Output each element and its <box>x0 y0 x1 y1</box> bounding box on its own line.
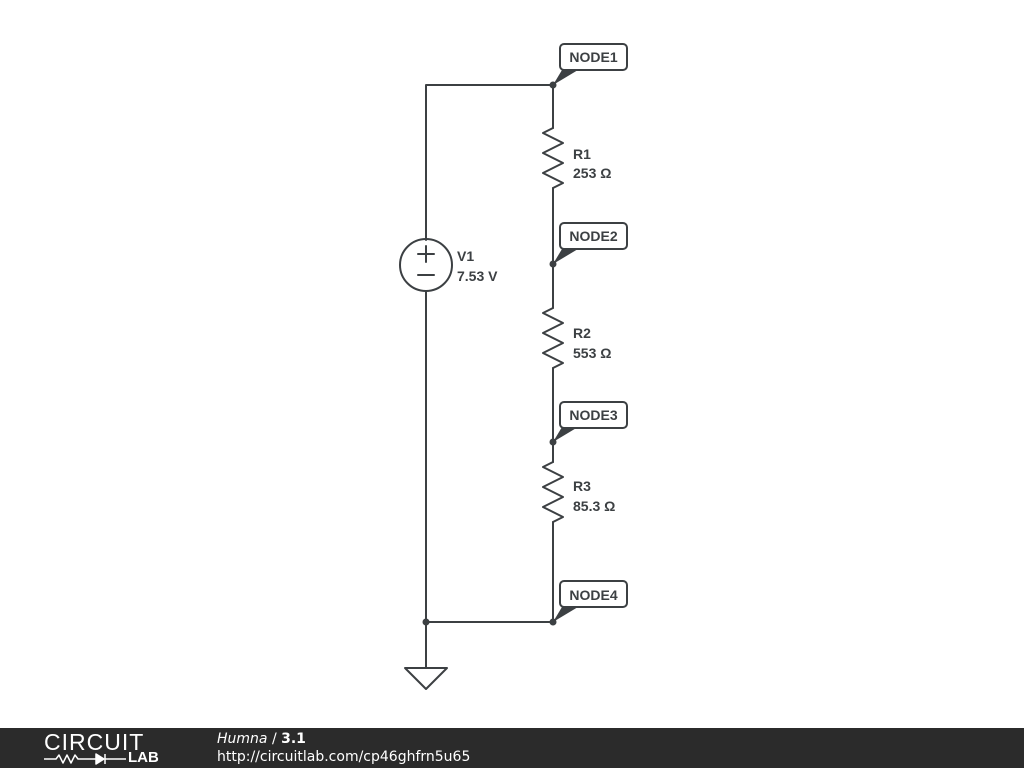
node-flag-box <box>559 401 628 429</box>
schematic-svg: NODE1 NODE2 NODE3 NODE4 V1 7.53 V R1 253… <box>399 43 628 690</box>
resistor-value: 85.3 Ω <box>573 498 615 514</box>
node-flag-pointer <box>553 427 578 442</box>
resistor-name: R2 <box>573 325 591 341</box>
resistor-name: R1 <box>573 146 591 162</box>
circuit-meta: Humna / 3.1 http://circuitlab.com/cp46gh… <box>217 730 470 766</box>
source-name: V1 <box>457 248 474 264</box>
voltage-source-icon <box>399 238 453 292</box>
resistor-r1-symbol <box>542 127 564 189</box>
node-flag-box <box>559 580 628 608</box>
node-flag-pointer <box>553 70 578 85</box>
node-flag-pointer <box>553 249 578 264</box>
logo-text-bottom: LAB <box>128 749 159 766</box>
source-value: 7.53 V <box>457 268 498 284</box>
node-flag-node4[interactable]: NODE4 <box>553 580 628 622</box>
resistor-r2-symbol <box>542 307 564 369</box>
plus-icon <box>417 245 435 263</box>
node-label: NODE4 <box>569 587 617 603</box>
schematic-canvas: NODE1 NODE2 NODE3 NODE4 V1 7.53 V R1 253… <box>399 43 628 690</box>
resistor-value: 553 Ω <box>573 345 611 361</box>
wire-left-top <box>425 84 554 241</box>
resistor-value: 253 Ω <box>573 165 611 181</box>
node-label: NODE3 <box>569 407 617 423</box>
junction-ground <box>422 618 430 626</box>
resistor-r1[interactable]: R1 253 Ω <box>573 146 611 181</box>
resistor-r2[interactable]: R2 553 Ω <box>573 325 611 361</box>
circuitlab-logo[interactable]: CIRCUIT LAB <box>44 730 176 766</box>
node-flag-box <box>559 43 628 71</box>
author-link[interactable]: Humna <box>217 731 268 747</box>
title-line: Humna / 3.1 <box>217 730 470 748</box>
node-label: NODE2 <box>569 228 617 244</box>
resistor-r3[interactable]: R3 85.3 Ω <box>573 478 615 514</box>
circuit-url[interactable]: http://circuitlab.com/cp46ghfrn5u65 <box>217 749 471 765</box>
resistor-name: R3 <box>573 478 591 494</box>
resistor-diode-logo-icon <box>44 753 126 765</box>
node-flag-pointer <box>553 607 578 622</box>
source-v1[interactable]: V1 7.53 V <box>457 248 498 284</box>
title-separator: / <box>267 731 282 747</box>
node-flag-node1[interactable]: NODE1 <box>553 43 628 85</box>
node-label: NODE1 <box>569 49 617 65</box>
node-flag-box <box>559 222 628 250</box>
logo-text-top: CIRCUIT <box>44 729 145 755</box>
footer-bar: CIRCUIT LAB Humna / 3.1 http://circuitla… <box>0 728 1024 768</box>
circuit-version[interactable]: 3.1 <box>281 731 306 747</box>
resistor-r3-symbol <box>542 461 564 523</box>
node-flag-node2[interactable]: NODE2 <box>553 222 628 264</box>
node-flag-node3[interactable]: NODE3 <box>553 401 628 442</box>
wire-left-bottom <box>425 290 554 623</box>
ground-icon <box>404 667 448 690</box>
